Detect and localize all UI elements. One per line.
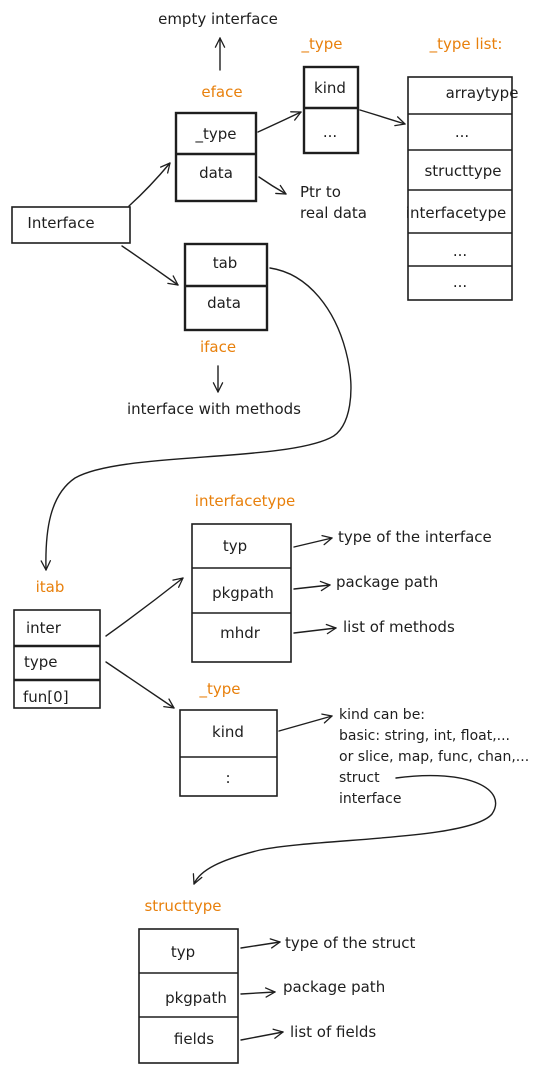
type-list-more-2: ... bbox=[453, 242, 467, 260]
iface-title: iface bbox=[200, 338, 236, 356]
itab-row-inter: inter bbox=[26, 619, 62, 637]
type-list-more-3: ... bbox=[453, 273, 467, 291]
interfacetype-row-typ: typ bbox=[223, 537, 247, 555]
structtype-note-pkgpath: package path bbox=[283, 978, 385, 996]
structtype-row-typ: typ bbox=[171, 943, 195, 961]
type-list-box: arraytype ... structtype interfacetype .… bbox=[406, 76, 519, 301]
iface-row-data: data bbox=[207, 294, 241, 312]
arrow-itab-inter-to-interfacetype bbox=[105, 577, 184, 637]
kind-note-4: struct bbox=[339, 770, 380, 786]
arrow-struct-typ-note bbox=[240, 938, 281, 949]
type-list-arraytype: arraytype bbox=[446, 84, 519, 102]
kind-note-1: kind can be: bbox=[339, 707, 425, 723]
type-list-more-1: ... bbox=[455, 123, 469, 141]
arrow-type-to-type-list bbox=[359, 109, 406, 127]
arrow-eface-type-to-type bbox=[257, 111, 302, 133]
eface-row-type: _type bbox=[194, 125, 236, 144]
arrow-interface-to-eface bbox=[128, 162, 171, 207]
arrow-pkgpath-note bbox=[293, 580, 331, 592]
interfacetype-note-mhdr: list of methods bbox=[343, 618, 455, 636]
structtype-row-fields: fields bbox=[174, 1030, 214, 1048]
type2-box: kind : bbox=[179, 709, 278, 797]
type-list-title: _type list: bbox=[429, 35, 503, 54]
interfacetype-box: typ pkgpath mhdr bbox=[191, 523, 292, 663]
arrow-kind-note bbox=[278, 713, 333, 732]
type-row-more: ... bbox=[323, 123, 337, 141]
arrow-struct-fields-note bbox=[240, 1028, 284, 1041]
type2-title: _type bbox=[198, 680, 240, 699]
itab-title: itab bbox=[36, 578, 65, 596]
iface-box: tab data bbox=[183, 242, 269, 332]
interfacetype-note-pkgpath: package path bbox=[336, 573, 438, 591]
structtype-title: structtype bbox=[144, 897, 221, 915]
ptr-line-1: Ptr to bbox=[300, 183, 341, 201]
structtype-box: typ pkgpath fields bbox=[138, 928, 239, 1064]
type-row-kind: kind bbox=[314, 79, 346, 97]
eface-title: eface bbox=[201, 83, 242, 101]
itab-box: inter type fun[0] bbox=[13, 609, 101, 709]
empty-interface-label: empty interface bbox=[158, 10, 278, 28]
type-box: kind ... bbox=[302, 65, 360, 155]
interfacetype-title: interfacetype bbox=[195, 492, 295, 510]
arrow-itab-type-to-type bbox=[105, 661, 175, 709]
iface-caption: interface with methods bbox=[127, 400, 301, 418]
structtype-note-typ: type of the struct bbox=[285, 934, 416, 952]
ptr-line-2: real data bbox=[300, 204, 367, 222]
kind-note-3: or slice, map, func, chan,... bbox=[339, 749, 529, 765]
structtype-note-fields: list of fields bbox=[290, 1023, 376, 1041]
interface-label: Interface bbox=[27, 214, 94, 232]
arrow-struct-pkgpath-note bbox=[240, 987, 276, 998]
arrow-interface-to-iface bbox=[121, 245, 179, 286]
arrow-typ-note bbox=[293, 535, 333, 548]
interfacetype-row-pkgpath: pkgpath bbox=[212, 584, 274, 602]
eface-row-data: data bbox=[199, 164, 233, 182]
arrow-struct-to-structtype bbox=[192, 774, 497, 885]
type-list-structtype: structtype bbox=[424, 162, 501, 180]
itab-row-fun: fun[0] bbox=[23, 688, 69, 706]
type-title: _type bbox=[300, 35, 342, 54]
arrow-iface-tab-to-itab bbox=[40, 267, 352, 571]
interface-box: Interface bbox=[11, 206, 131, 244]
arrow-mhdr-note bbox=[293, 623, 337, 635]
arrow-eface-data-to-ptr bbox=[258, 176, 287, 195]
kind-note-2: basic: string, int, float,... bbox=[339, 728, 510, 744]
itab-row-type: type bbox=[24, 653, 58, 671]
type2-row-more: : bbox=[225, 769, 230, 787]
eface-box: _type data bbox=[174, 111, 258, 203]
interfacetype-note-typ: type of the interface bbox=[338, 528, 492, 546]
kind-note-5: interface bbox=[339, 791, 401, 807]
type-list-interfacetype: interfacetype bbox=[406, 204, 506, 222]
type2-row-kind: kind bbox=[212, 723, 244, 741]
iface-row-tab: tab bbox=[213, 254, 238, 272]
structtype-row-pkgpath: pkgpath bbox=[165, 989, 227, 1007]
interfacetype-row-mhdr: mhdr bbox=[220, 624, 261, 642]
